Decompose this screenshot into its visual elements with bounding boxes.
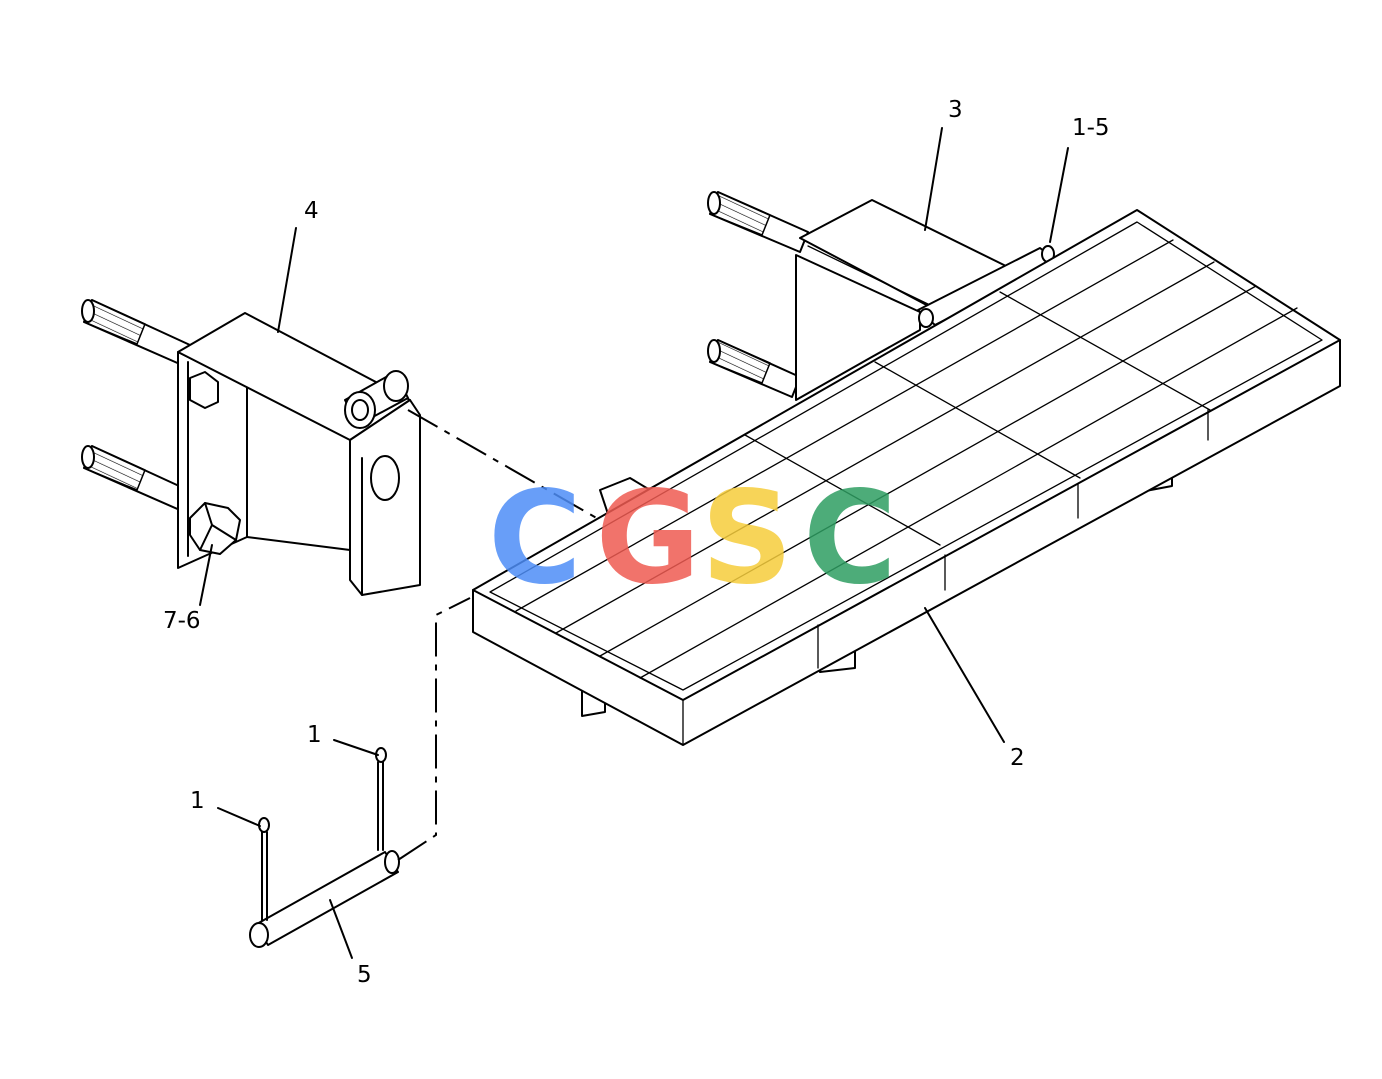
callout-3: 3 (948, 97, 963, 123)
right-mounting-bracket (707, 190, 1059, 401)
assembly-line-pin-to-bracket (407, 409, 601, 521)
callout-7-6: 7-6 (163, 608, 201, 634)
bolt-7-6 (189, 502, 241, 555)
callout-1-upper: 1 (307, 722, 322, 748)
watermark-letter: C (803, 464, 897, 613)
stud-upper (81, 298, 191, 366)
leader-1-right (333, 739, 379, 756)
left-mounting-bracket (81, 298, 421, 596)
stud-lower (81, 444, 191, 512)
watermark-letter: G (595, 464, 700, 613)
watermark-letter: S (701, 464, 793, 613)
leader-1-left (217, 807, 261, 827)
leader-5 (329, 899, 353, 959)
stud-rear-upper (707, 190, 809, 253)
hinge-pin (249, 850, 400, 948)
leader-4 (277, 227, 297, 333)
cotter-pin-left (258, 817, 270, 921)
callout-1-lower: 1 (190, 788, 205, 814)
cotter-pin-right (375, 747, 387, 851)
callout-5: 5 (357, 962, 372, 988)
leader-7-6 (199, 544, 213, 606)
callout-4: 4 (304, 198, 319, 224)
watermark-letter: C (488, 464, 582, 613)
grated-step (472, 209, 1341, 746)
leader-3 (924, 127, 943, 231)
leader-2 (924, 607, 1005, 743)
callout-1-5: 1-5 (1072, 115, 1110, 141)
stud-rear-lower (707, 338, 801, 398)
leader-1-5 (1049, 147, 1069, 243)
callout-2: 2 (1010, 745, 1025, 771)
assembly-line-pin-to-step (397, 597, 471, 861)
